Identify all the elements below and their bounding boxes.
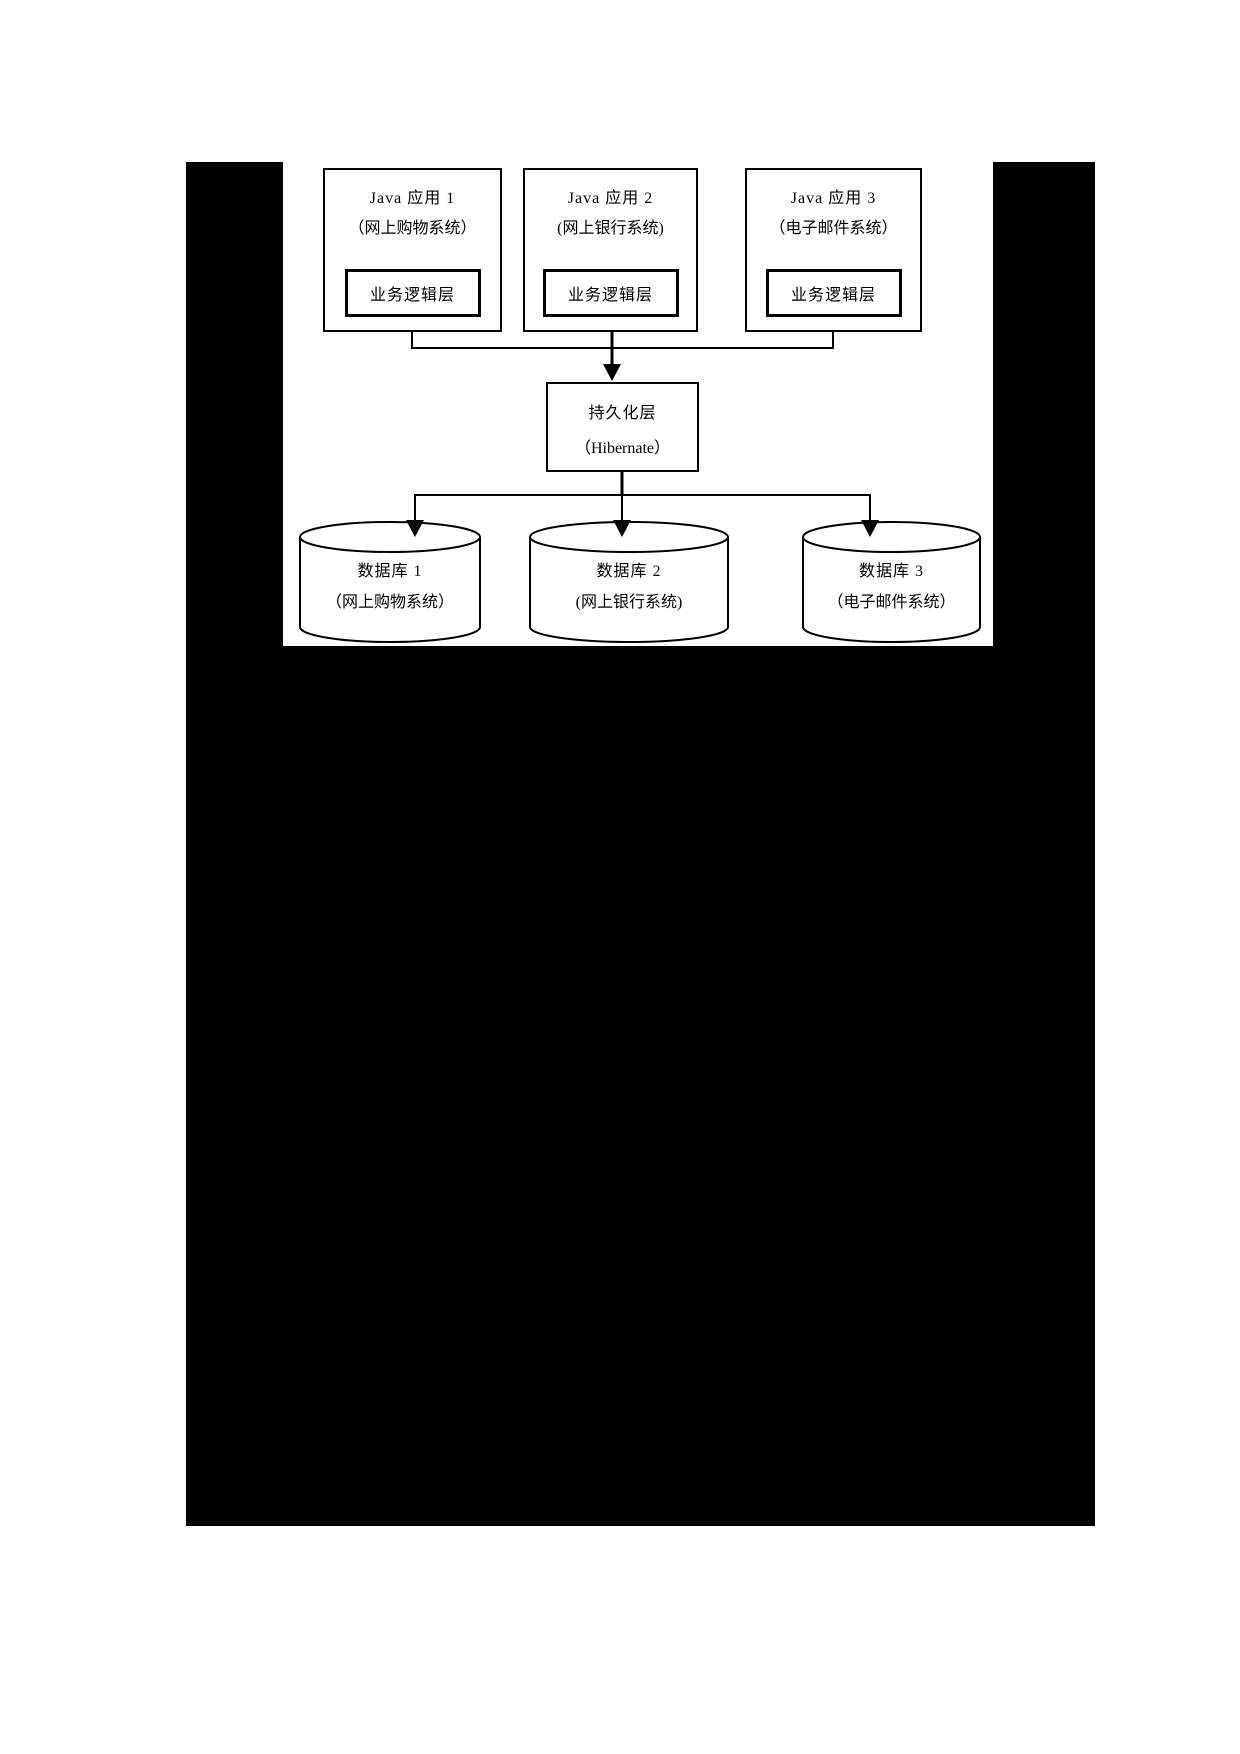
persistence-layer-box: 持久化层 （Hibernate） bbox=[546, 382, 699, 472]
arrowhead-db-1 bbox=[406, 520, 424, 537]
business-logic-layer-box: 业务逻辑层 bbox=[542, 269, 679, 317]
persistence-to-databases-connector bbox=[406, 472, 879, 537]
database-subtitle: （网上购物系统） bbox=[325, 594, 454, 611]
business-logic-layer-label: 业务逻辑层 bbox=[369, 287, 455, 304]
app-subtitle: （网上购物系统） bbox=[348, 220, 477, 237]
persistence-layer-subtitle: （Hibernate） bbox=[574, 440, 671, 457]
arrowhead-db-3 bbox=[861, 520, 879, 537]
java-app-box-3: Java 应用 3 （电子邮件系统） 业务逻辑层 bbox=[745, 168, 922, 332]
arrowhead-persistence bbox=[603, 364, 621, 381]
database-title: 数据库 2 bbox=[596, 563, 662, 580]
database-label-3: 数据库 3 （电子邮件系统） bbox=[803, 561, 980, 614]
business-logic-layer-label: 业务逻辑层 bbox=[790, 287, 876, 304]
app-subtitle: (网上银行系统) bbox=[557, 220, 664, 237]
java-app-box-1: Java 应用 1 （网上购物系统） 业务逻辑层 bbox=[323, 168, 502, 332]
business-logic-layer-box: 业务逻辑层 bbox=[344, 269, 481, 317]
connector-lines-and-cylinders bbox=[299, 332, 981, 643]
business-logic-layer-label: 业务逻辑层 bbox=[567, 287, 653, 304]
app-title: Java 应用 3 bbox=[790, 190, 877, 207]
persistence-layer-title: 持久化层 bbox=[588, 405, 657, 422]
database-title: 数据库 1 bbox=[357, 563, 423, 580]
java-app-box-2: Java 应用 2 (网上银行系统) 业务逻辑层 bbox=[523, 168, 698, 332]
database-subtitle: (网上银行系统) bbox=[575, 594, 683, 611]
database-cylinder-1 bbox=[299, 521, 481, 643]
app-subtitle: （电子邮件系统） bbox=[769, 220, 898, 237]
database-label-2: 数据库 2 (网上银行系统) bbox=[530, 561, 728, 614]
apps-to-persistence-connector bbox=[411, 332, 834, 381]
hibernate-architecture-diagram: Java 应用 1 （网上购物系统） 业务逻辑层 Java 应用 2 (网上银行… bbox=[283, 162, 993, 646]
database-subtitle: （电子邮件系统） bbox=[827, 594, 956, 611]
app-title: Java 应用 1 bbox=[369, 190, 456, 207]
database-label-1: 数据库 1 （网上购物系统） bbox=[300, 561, 480, 614]
arrowhead-db-2 bbox=[613, 520, 631, 537]
app-title: Java 应用 2 bbox=[567, 190, 654, 207]
business-logic-layer-box: 业务逻辑层 bbox=[765, 269, 902, 317]
database-title: 数据库 3 bbox=[858, 563, 924, 580]
database-cylinder-3 bbox=[802, 521, 981, 643]
